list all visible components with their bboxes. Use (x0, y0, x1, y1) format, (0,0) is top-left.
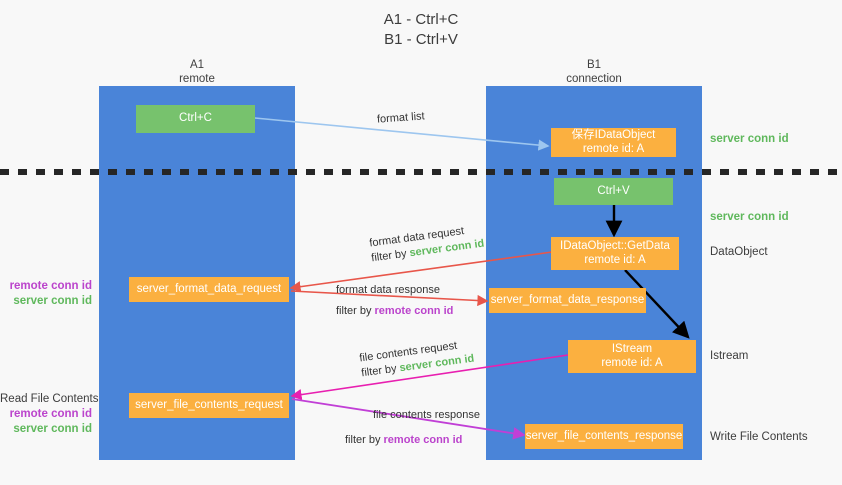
edge-label-file-contents-response-title: file contents response (373, 409, 481, 421)
box-server-format-data-request[interactable]: server_format_data_request (129, 277, 289, 302)
edge-label-format-data-response: format data response filter by remote co… (336, 283, 453, 319)
box-server-format-data-response[interactable]: server_format_data_response (489, 288, 646, 313)
right-label-server-conn-id-2: server conn id (710, 211, 789, 223)
lane-header-b1: B1 connection (486, 58, 702, 86)
filter-key-remote-conn-id: remote conn id (374, 305, 454, 317)
left-label-read-file-contents-group: Read File Contents remote conn id server… (0, 392, 99, 437)
filter-prefix: filter by (360, 362, 401, 380)
lane-header-a1: A1 remote (99, 58, 295, 86)
box-save-idataobject-line1: 保存IDataObject (571, 129, 656, 141)
edge-label-file-contents-response-filter: filter by remote conn id (345, 433, 480, 448)
box-idataobject-getdata[interactable]: IDataObject::GetData remote id: A (551, 237, 679, 270)
box-server-file-contents-request[interactable]: server_file_contents_request (129, 393, 289, 418)
box-istream-line1: IStream (611, 343, 653, 355)
box-save-idataobject[interactable]: 保存IDataObject remote id: A (551, 128, 676, 157)
edge-label-format-data-response-title: format data response (336, 284, 440, 296)
lane-header-a1-name: A1 (189, 59, 205, 71)
title-line-2: B1 - Ctrl+V (384, 31, 458, 48)
lane-header-b1-name: B1 (586, 59, 602, 71)
filter-prefix: filter by (345, 434, 384, 446)
filter-prefix: filter by (336, 305, 375, 317)
lane-header-a1-sub: remote (179, 73, 215, 85)
lane-header-b1-sub: connection (566, 73, 622, 85)
right-label-dataobject: DataObject (710, 246, 768, 258)
box-save-idataobject-line2: remote id: A (582, 142, 645, 155)
left-label-server-conn-id-2: server conn id (13, 423, 92, 435)
box-getdata-line1: IDataObject::GetData (560, 240, 670, 252)
box-istream-line2: remote id: A (601, 356, 663, 369)
filter-key-remote-conn-id: remote conn id (383, 434, 463, 446)
filter-prefix: filter by (370, 247, 411, 265)
left-label-server-conn-id-1: server conn id (13, 295, 92, 307)
title-line-1: A1 - Ctrl+C (383, 11, 459, 28)
right-label-istream: Istream (710, 350, 749, 362)
box-ctrl-c[interactable]: Ctrl+C (136, 105, 255, 133)
box-ctrl-v[interactable]: Ctrl+V (554, 178, 673, 205)
left-label-read-file-contents: Read File Contents (0, 393, 99, 405)
right-label-server-conn-id-1: server conn id (710, 133, 789, 145)
edge-label-format-list-text: format list (376, 110, 426, 126)
left-label-conn-ids-format: remote conn id server conn id (0, 279, 92, 309)
right-label-write-file-contents: Write File Contents (710, 431, 808, 443)
box-server-file-contents-response[interactable]: server_file_contents_response (525, 424, 683, 449)
edge-label-file-contents-response: file contents response filter by remote … (345, 408, 480, 448)
box-getdata-line2: remote id: A (584, 253, 646, 266)
edge-label-file-contents-request: file contents request filter by server c… (359, 337, 476, 382)
left-label-remote-conn-id-2: remote conn id (9, 408, 92, 420)
left-label-remote-conn-id-1: remote conn id (9, 280, 92, 292)
edge-label-format-data-request: format data request filter by server con… (369, 222, 486, 267)
edge-label-format-data-response-filter: filter by remote conn id (336, 304, 453, 319)
box-istream[interactable]: IStream remote id: A (568, 340, 696, 373)
page-title: A1 - Ctrl+C B1 - Ctrl+V (0, 10, 842, 50)
edge-label-format-list: format list (377, 109, 426, 127)
